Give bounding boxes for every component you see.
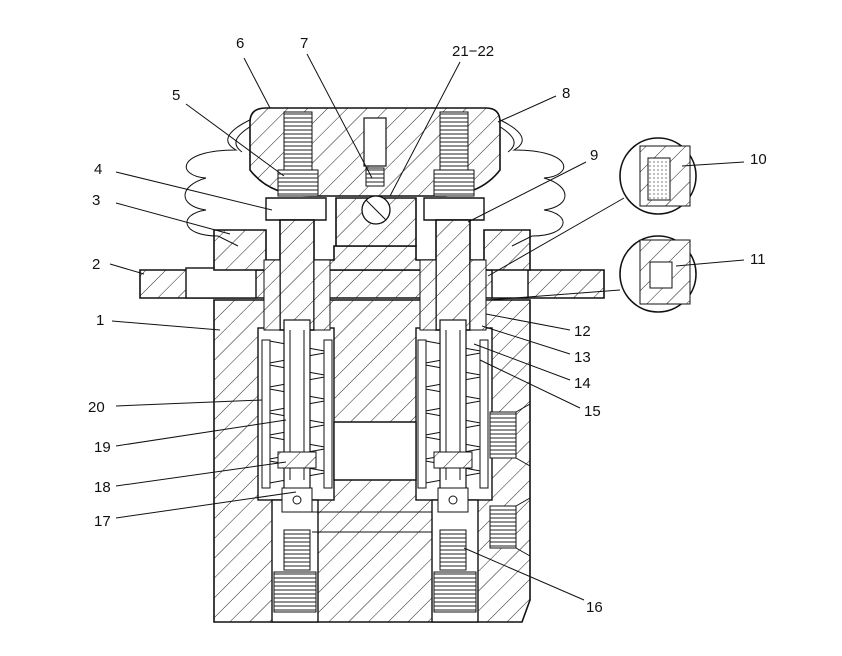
callout-21-22: 21−22 bbox=[452, 43, 494, 60]
right-plunger-assembly bbox=[417, 111, 489, 571]
leader-lines bbox=[109, 53, 745, 601]
callout-labels: 6 7 21−22 5 8 9 10 4 3 11 2 1 12 13 14 1… bbox=[88, 35, 767, 616]
left-plunger-assembly bbox=[261, 111, 333, 571]
callout-3: 3 bbox=[92, 192, 100, 209]
callout-18: 18 bbox=[94, 479, 111, 496]
callout-7: 7 bbox=[300, 35, 308, 52]
callout-14: 14 bbox=[574, 375, 591, 392]
mounting-flange bbox=[139, 267, 605, 299]
callout-19: 19 bbox=[94, 439, 111, 456]
callout-10: 10 bbox=[750, 151, 767, 168]
detail-view-seal-11 bbox=[619, 235, 697, 313]
callout-9: 9 bbox=[590, 147, 598, 164]
callout-11: 11 bbox=[750, 251, 766, 268]
detail-view-seal-10 bbox=[619, 137, 697, 215]
callout-13: 13 bbox=[574, 349, 591, 366]
callout-20: 20 bbox=[88, 399, 105, 416]
callout-17: 17 bbox=[94, 513, 111, 530]
callout-8: 8 bbox=[562, 85, 570, 102]
callout-6: 6 bbox=[236, 35, 244, 52]
callout-12: 12 bbox=[574, 323, 591, 340]
callout-1: 1 bbox=[96, 312, 104, 329]
callout-16: 16 bbox=[586, 599, 603, 616]
callout-5: 5 bbox=[172, 87, 180, 104]
callout-2: 2 bbox=[92, 256, 100, 273]
callout-4: 4 bbox=[94, 161, 102, 178]
callout-15: 15 bbox=[584, 403, 601, 420]
